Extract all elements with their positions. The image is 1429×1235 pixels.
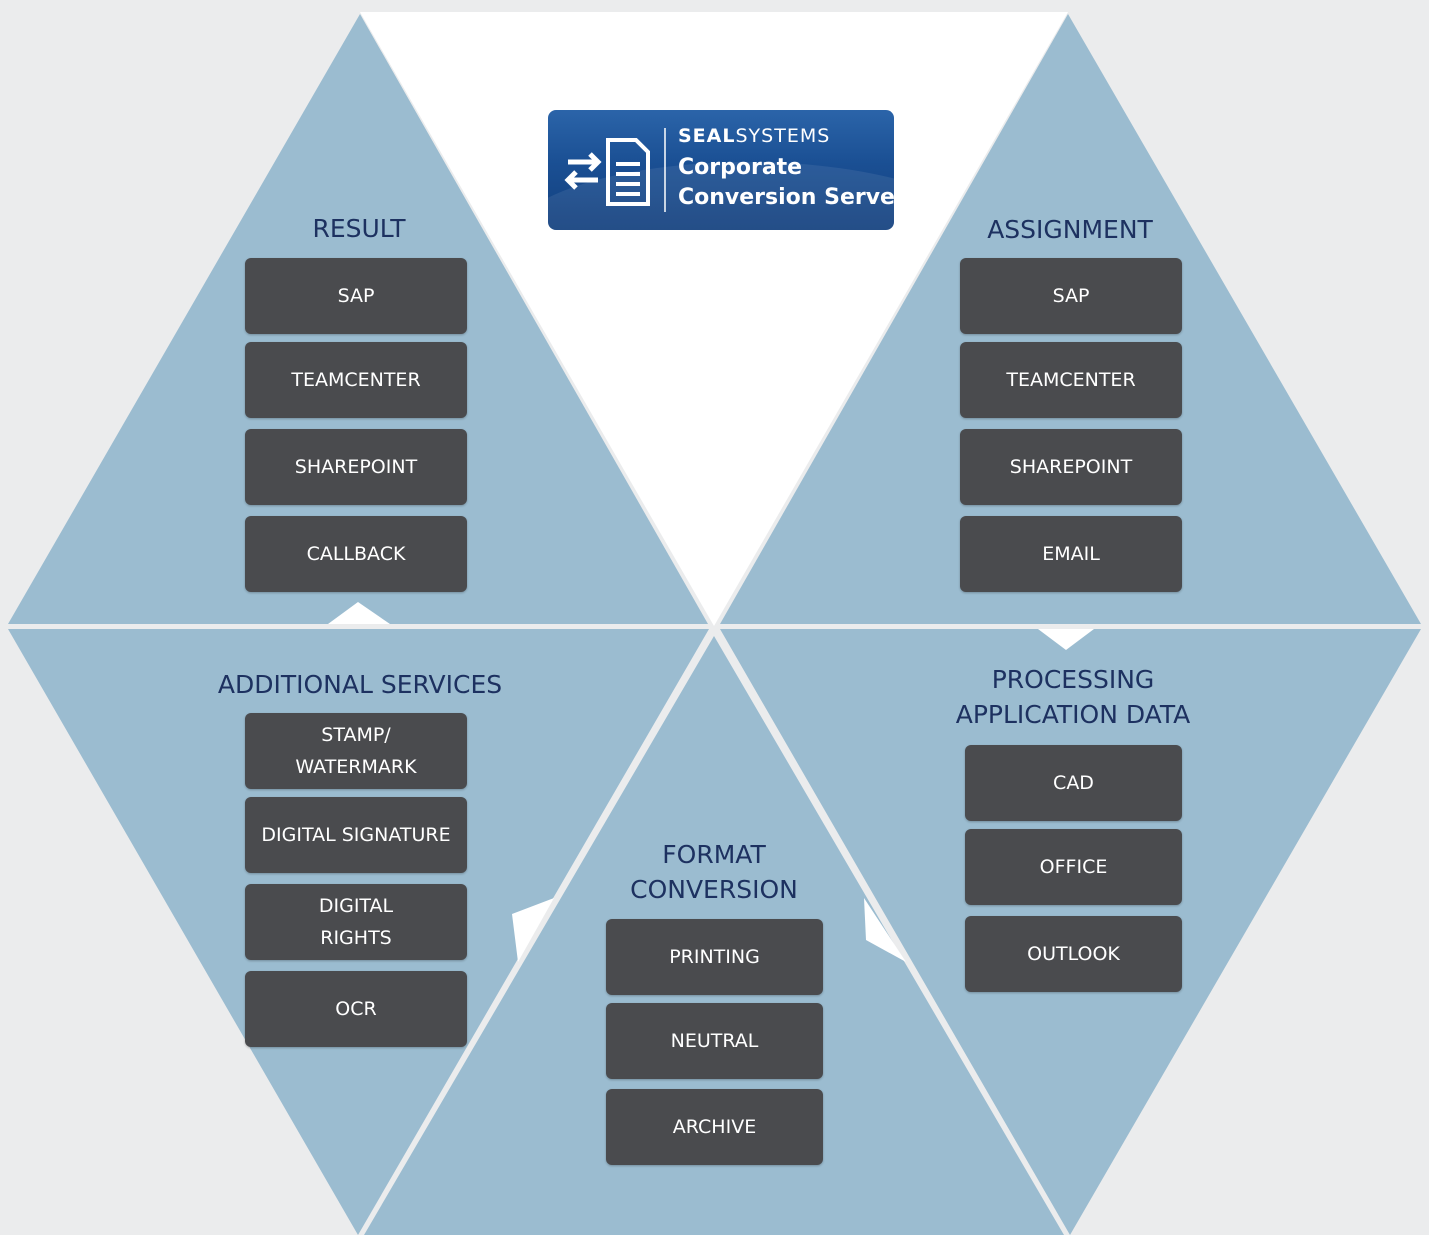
result-title: RESULT: [312, 214, 406, 243]
assignment-item-sap: SAP: [960, 258, 1182, 334]
additional-item-digital-signature: DIGITAL SIGNATURE: [245, 797, 467, 873]
arrow-notch-result: [328, 602, 390, 624]
result-item-sap: SAP: [245, 258, 467, 334]
arrow-notch-left: [512, 898, 554, 962]
arrow-notch-right: [864, 898, 906, 962]
result-item-callback: CALLBACK: [245, 516, 467, 592]
arrow-notch-assignment: [1038, 629, 1094, 650]
additional-item-ocr: OCR: [245, 971, 467, 1047]
result-item-sharepoint: SHAREPOINT: [245, 429, 467, 505]
additional-item-stamp-watermark: STAMP/WATERMARK: [245, 713, 467, 789]
format-item-neutral: NEUTRAL: [606, 1003, 823, 1079]
document-convert-icon: [564, 138, 650, 206]
result-item-teamcenter: TEAMCENTER: [245, 342, 467, 418]
assignment-item-sharepoint: SHAREPOINT: [960, 429, 1182, 505]
processing-item-cad: CAD: [965, 745, 1182, 821]
assignment-item-teamcenter: TEAMCENTER: [960, 342, 1182, 418]
format-item-printing: PRINTING: [606, 919, 823, 995]
logo-brand: SEALSYSTEMS: [678, 125, 831, 147]
logo-line-2: Conversion Server: [678, 185, 894, 210]
assignment-item-email: EMAIL: [960, 516, 1182, 592]
seal-systems-logo: SEALSYSTEMS Corporate Conversion Server: [548, 110, 894, 230]
assignment-title: ASSIGNMENT: [987, 215, 1153, 244]
processing-item-office: OFFICE: [965, 829, 1182, 905]
logo-line-1: Corporate: [678, 155, 803, 180]
additional-services-title: ADDITIONAL SERVICES: [217, 670, 503, 699]
processing-item-outlook: OUTLOOK: [965, 916, 1182, 992]
format-item-archive: ARCHIVE: [606, 1089, 823, 1165]
